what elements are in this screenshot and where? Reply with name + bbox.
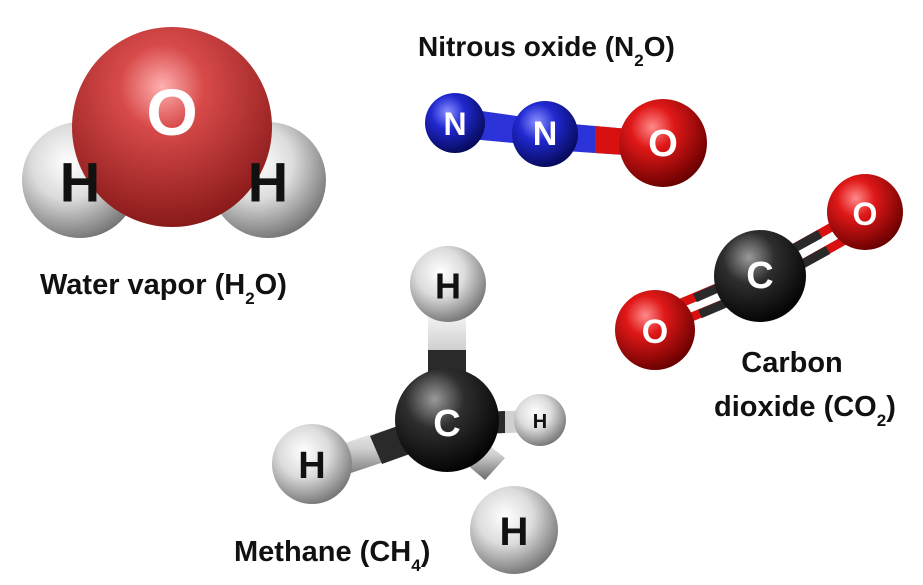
co2-oxygen-right-sphere: [827, 174, 903, 250]
water-molecule: O H H Water vapor (H2O): [22, 27, 326, 308]
methane-carbon-label: C: [433, 403, 460, 445]
nitrous-oxide-caption: Nitrous oxide (N2O): [418, 31, 675, 70]
nitrous-oxide-nitrogen-2-sphere: [512, 101, 578, 167]
water-caption-end: O): [255, 269, 287, 301]
water-caption: Water vapor (H2O): [40, 269, 287, 308]
methane-caption-subscript: 4: [411, 556, 421, 575]
methane-hydrogen-left-label: H: [298, 445, 325, 487]
carbon-dioxide-molecule: O O C Carbon dioxide (CO2): [615, 174, 903, 430]
nitrous-oxide-oxygen-sphere: [619, 99, 707, 187]
methane-hydrogen-left-sphere: [272, 424, 352, 504]
water-oxygen-label: O: [146, 75, 197, 149]
co2-caption-line2: dioxide (CO2): [714, 391, 896, 430]
co2-oxygen-left-label: O: [642, 313, 668, 351]
co2-oxygen-right-label: O: [853, 196, 878, 232]
methane-caption-end: ): [421, 536, 431, 568]
co2-caption-line2-end: ): [886, 391, 896, 423]
nitrous-oxide-caption-main: Nitrous oxide (N: [418, 31, 634, 62]
co2-oxygen-left-sphere: [615, 290, 695, 370]
methane-caption-main: Methane (CH: [234, 536, 411, 568]
water-hydrogen-right-label: H: [248, 151, 288, 214]
methane-caption: Methane (CH4): [234, 536, 430, 575]
co2-caption-subscript: 2: [877, 411, 886, 430]
nitrous-oxide-molecule: Nitrous oxide (N2O) N N O: [418, 31, 707, 187]
methane-carbon-sphere: [395, 368, 499, 472]
water-oxygen-sphere: [72, 27, 272, 227]
nitrous-oxide-nitrogen-1-label: N: [443, 106, 466, 142]
nitrous-oxide-nitrogen-2-label: N: [533, 115, 558, 153]
nitrous-oxide-nitrogen-1-sphere: [425, 93, 485, 153]
nitrous-oxide-oxygen-label: O: [648, 123, 678, 165]
methane-hydrogen-right-label: H: [533, 411, 547, 433]
methane-molecule: H H H H C Methane (CH4): [234, 246, 566, 575]
methane-hydrogen-bottom-sphere: [470, 486, 558, 574]
methane-hydrogen-top-label: H: [435, 266, 461, 307]
methane-hydrogen-right-sphere: [514, 394, 566, 446]
co2-carbon-label: C: [746, 255, 773, 297]
nitrous-oxide-caption-subscript: 2: [634, 51, 643, 70]
co2-caption-line1: Carbon: [741, 347, 843, 379]
co2-caption-line2-main: dioxide (CO: [714, 391, 877, 423]
methane-hydrogen-top-sphere: [410, 246, 486, 322]
water-hydrogen-left-label: H: [60, 151, 100, 214]
methane-hydrogen-bottom-label: H: [500, 510, 529, 554]
nitrous-oxide-caption-end: O): [644, 31, 675, 62]
co2-carbon-sphere: [714, 230, 806, 322]
water-caption-subscript: 2: [245, 289, 254, 308]
water-caption-main: Water vapor (H: [40, 269, 245, 301]
